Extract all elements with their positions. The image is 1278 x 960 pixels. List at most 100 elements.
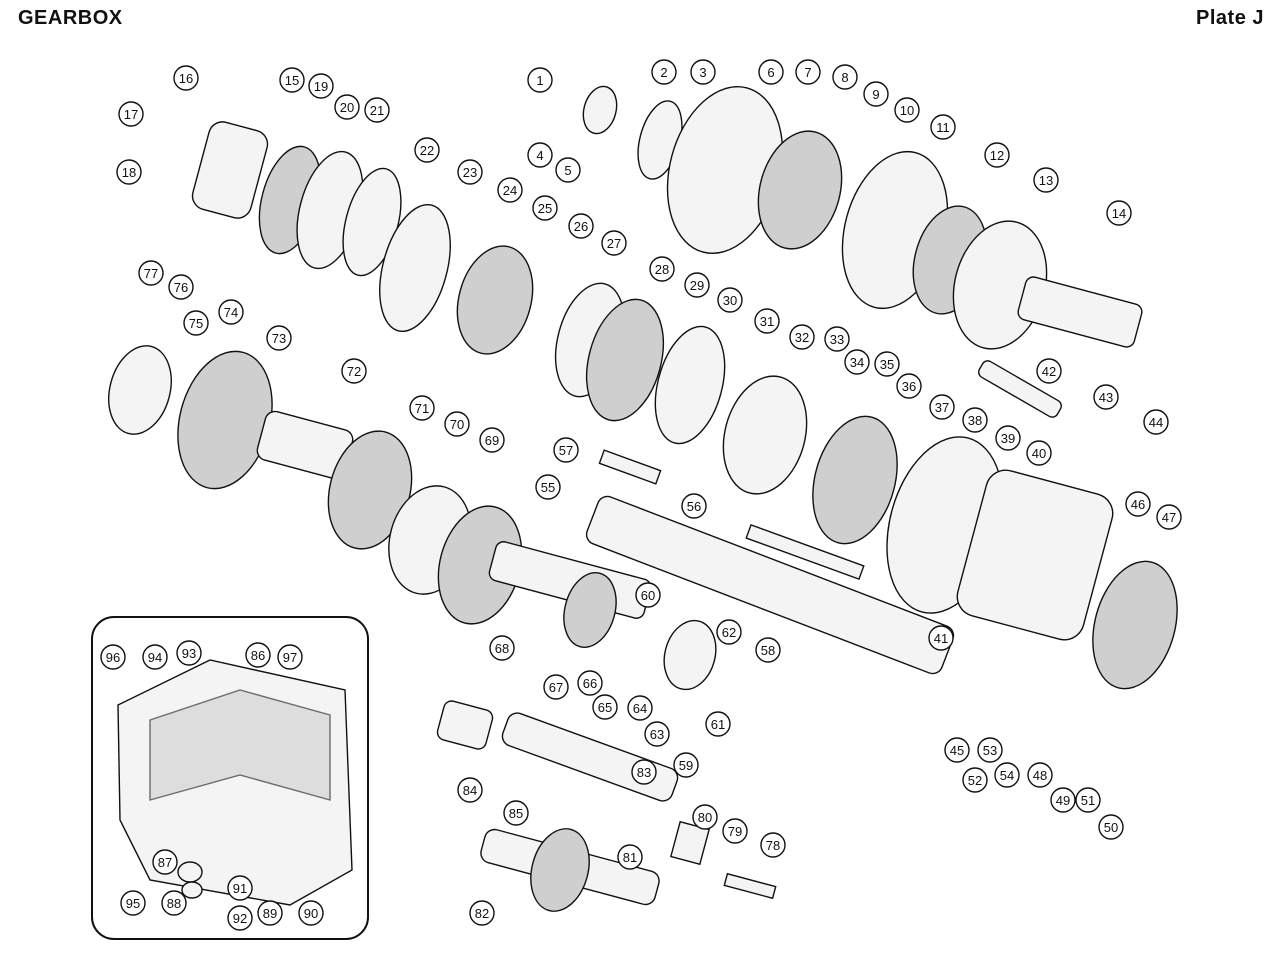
callout-number: 11	[936, 120, 950, 135]
callout-circle	[1093, 384, 1119, 410]
callout-circle	[758, 59, 784, 85]
callout-number: 77	[144, 266, 158, 281]
callout-number: 92	[233, 911, 247, 926]
callout-32: 32	[789, 324, 815, 350]
callout-84: 84	[457, 777, 483, 803]
callout-number: 43	[1099, 390, 1113, 405]
callout-circle	[497, 177, 523, 203]
callout-circle	[227, 905, 253, 931]
callout-number: 33	[830, 332, 844, 347]
callout-number: 19	[314, 79, 328, 94]
callout-circle	[555, 157, 581, 183]
rear-extension-housing	[886, 360, 1178, 690]
callout-circle	[984, 142, 1010, 168]
callout-45: 45	[944, 737, 970, 763]
callout-74: 74	[218, 299, 244, 325]
callout-number: 1	[536, 73, 543, 88]
callout-86: 86	[245, 642, 271, 668]
callout-number: 26	[574, 219, 588, 234]
callout-circle	[457, 159, 483, 185]
callout-circle	[364, 97, 390, 123]
callout-77: 77	[138, 260, 164, 286]
callout-82: 82	[469, 900, 495, 926]
callout-circle	[266, 325, 292, 351]
callout-number: 49	[1056, 793, 1070, 808]
callout-59: 59	[673, 752, 699, 778]
callout-87: 87	[152, 849, 178, 875]
callout-number: 39	[1001, 431, 1015, 446]
page-title: GEARBOX	[18, 7, 123, 29]
callout-8: 8	[832, 64, 858, 90]
callout-circle	[100, 644, 126, 670]
callout-35: 35	[874, 351, 900, 377]
callout-circle	[684, 272, 710, 298]
gearbox-casing-inset	[91, 616, 369, 940]
callout-9: 9	[863, 81, 889, 107]
callout-51: 51	[1075, 787, 1101, 813]
callout-41: 41	[928, 625, 954, 651]
callout-number: 40	[1032, 446, 1046, 461]
callout-circle	[1050, 787, 1076, 813]
callout-circle	[705, 711, 731, 737]
callout-number: 72	[347, 364, 361, 379]
callout-number: 14	[1112, 206, 1126, 221]
callout-number: 35	[880, 357, 894, 372]
callout-circle	[308, 73, 334, 99]
callout-circle	[722, 818, 748, 844]
callout-number: 44	[1149, 415, 1163, 430]
callout-71: 71	[409, 395, 435, 421]
callout-circle	[716, 619, 742, 645]
callout-circle	[279, 67, 305, 93]
callout-12: 12	[984, 142, 1010, 168]
callout-circle	[227, 875, 253, 901]
callout-circle	[631, 759, 657, 785]
callout-number: 90	[304, 906, 318, 921]
callout-number: 73	[272, 331, 286, 346]
callout-number: 3	[699, 65, 706, 80]
callout-number: 82	[475, 906, 489, 921]
callout-circle	[341, 358, 367, 384]
callout-number: 55	[541, 480, 555, 495]
callout-38: 38	[962, 407, 988, 433]
callout-number: 69	[485, 433, 499, 448]
callout-23: 23	[457, 159, 483, 185]
callout-circle	[1098, 814, 1124, 840]
callout-93: 93	[176, 640, 202, 666]
callout-81: 81	[617, 844, 643, 870]
callout-number: 22	[420, 143, 434, 158]
callout-number: 37	[935, 400, 949, 415]
callout-20: 20	[334, 94, 360, 120]
callout-circle	[930, 114, 956, 140]
callout-43: 43	[1093, 384, 1119, 410]
callout-number: 76	[174, 280, 188, 295]
callout-78: 78	[760, 832, 786, 858]
callout-circle	[142, 644, 168, 670]
callout-number: 24	[503, 183, 517, 198]
callout-number: 62	[722, 625, 736, 640]
callout-circle	[994, 762, 1020, 788]
callout-number: 84	[463, 783, 477, 798]
callout-circle	[755, 637, 781, 663]
callout-number: 6	[767, 65, 774, 80]
callout-number: 66	[583, 676, 597, 691]
callout-circle	[138, 260, 164, 286]
callout-49: 49	[1050, 787, 1076, 813]
callout-number: 86	[251, 648, 265, 663]
callout-number: 57	[559, 443, 573, 458]
callout-number: 51	[1081, 793, 1095, 808]
callout-number: 85	[509, 806, 523, 821]
callout-circle	[863, 81, 889, 107]
callout-number: 9	[872, 87, 879, 102]
callout-65: 65	[592, 694, 618, 720]
callout-circle	[183, 310, 209, 336]
callout-circle	[457, 777, 483, 803]
callout-circle	[874, 351, 900, 377]
callout-60: 60	[635, 582, 661, 608]
callout-circle	[257, 900, 283, 926]
layshaft-assembly	[108, 345, 717, 691]
callout-94: 94	[142, 644, 168, 670]
callout-circle	[176, 640, 202, 666]
callout-circle	[627, 695, 653, 721]
callout-circle	[1036, 358, 1062, 384]
callout-circle	[977, 737, 1003, 763]
